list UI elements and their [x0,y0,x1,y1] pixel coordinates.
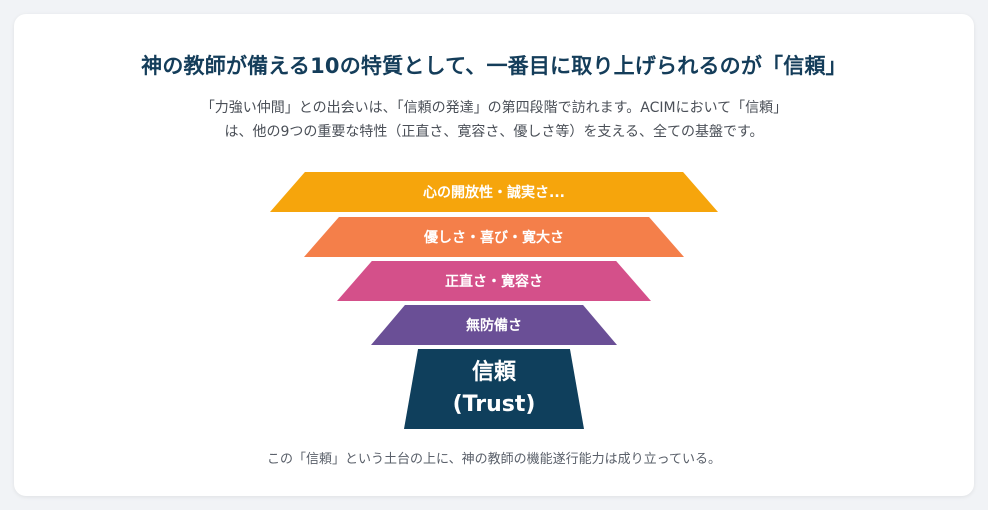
pyramid-base-label: 信頼 [471,360,516,385]
pyramid-layer-label: 無防備さ [466,318,522,334]
pyramid-base-trust: 信頼 (Trust) [404,349,584,429]
pyramid-layer-openness: 心の開放性・誠実さ... [270,172,718,212]
pyramid-layer-label: 優しさ・喜び・寛大さ [424,230,564,246]
description-line-1: 「力強い仲間」との出会いは、「信頼の発達」の第四段階で訪れます。ACIMにおいて… [200,100,788,116]
page-title: 神の教師が備える10の特質として、一番目に取り上げられるのが「信頼」 [141,54,847,78]
footer-note: この「信頼」という土台の上に、神の教師の機能遂行能力は成り立っている。 [267,452,721,467]
description: 「力強い仲間」との出会いは、「信頼の発達」の第四段階で訪れます。ACIMにおいて… [14,96,974,144]
pyramid-layer-honesty: 正直さ・寛容さ [337,261,651,301]
description-line-2: は、他の9つの重要な特性（正直さ、寛容さ、優しさ等）を支える、全ての基盤です。 [224,124,764,140]
pyramid-layer-label: 正直さ・寛容さ [445,274,543,290]
content-card: 神の教師が備える10の特質として、一番目に取り上げられるのが「信頼」 「力強い仲… [14,14,974,496]
pyramid-layer-gentleness: 優しさ・喜び・寛大さ [304,217,684,257]
trust-pyramid: 心の開放性・誠実さ... 優しさ・喜び・寛大さ 正直さ・寛容さ 無防備さ 信頼 … [14,14,974,496]
pyramid-layer-defenselessness: 無防備さ [371,305,617,345]
pyramid-layer-label: 心の開放性・誠実さ... [423,185,565,201]
pyramid-base-sublabel: (Trust) [452,392,536,417]
